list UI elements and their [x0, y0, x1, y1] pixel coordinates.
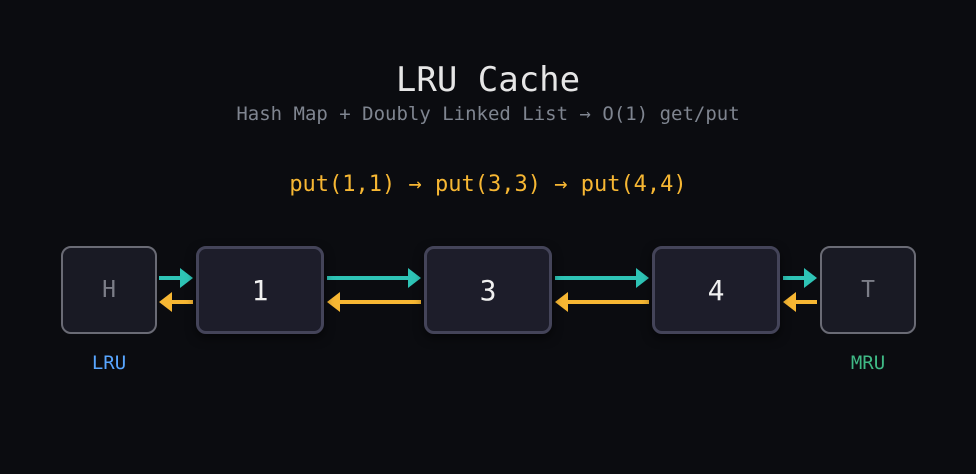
head-sentinel-label: H: [102, 277, 116, 303]
lru-end-label: LRU: [91, 352, 127, 374]
diagram-title: LRU Cache: [395, 60, 581, 100]
mru-end-label: MRU: [850, 352, 886, 374]
head-sentinel-node: H: [61, 246, 157, 334]
next-pointer-arrow: [327, 268, 421, 288]
next-pointer-arrow: [783, 268, 817, 288]
list-node-key: 3: [479, 273, 497, 307]
tail-sentinel-node: T: [820, 246, 916, 334]
prev-pointer-arrow: [783, 292, 817, 312]
prev-pointer-arrow: [555, 292, 649, 312]
next-pointer-arrow: [159, 268, 193, 288]
list-node-key: 1: [251, 273, 269, 307]
list-node-1: 1: [196, 246, 324, 334]
tail-sentinel-label: T: [861, 277, 875, 303]
list-node-3: 3: [424, 246, 552, 334]
operation-sequence: put(1,1) → put(3,3) → put(4,4): [289, 172, 687, 197]
list-node-key: 4: [707, 273, 725, 307]
prev-pointer-arrow: [159, 292, 193, 312]
list-node-4: 4: [652, 246, 780, 334]
prev-pointer-arrow: [327, 292, 421, 312]
diagram-subtitle: Hash Map + Doubly Linked List → O(1) get…: [236, 103, 740, 125]
next-pointer-arrow: [555, 268, 649, 288]
